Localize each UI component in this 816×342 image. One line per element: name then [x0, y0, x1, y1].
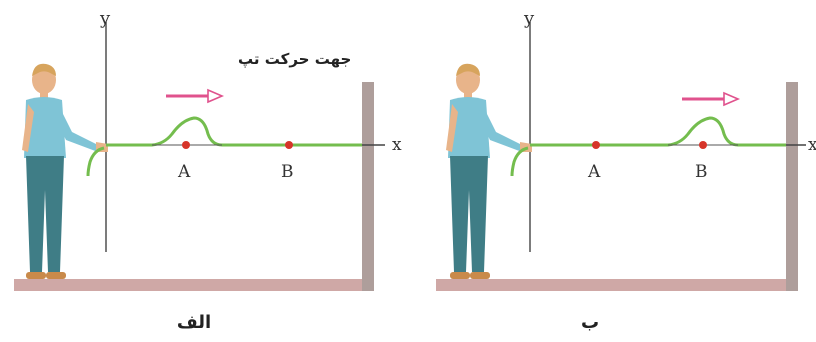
point-a-label: A [177, 162, 191, 182]
point-b [699, 141, 707, 149]
point-b [285, 141, 293, 149]
rope [106, 116, 362, 147]
floor [14, 279, 374, 291]
direction-label: جهت حرکت تپ [238, 50, 351, 68]
x-axis-label: x [392, 135, 402, 155]
direction-arrow-head [723, 91, 741, 107]
wall [362, 82, 374, 291]
y-axis-label: y [523, 8, 535, 29]
rope-end [86, 146, 105, 177]
direction-arrow-head [207, 88, 225, 104]
y-axis-label: y [99, 8, 111, 29]
wall [786, 82, 798, 291]
panel-alef: y x A B جهت حرکت تپ الف [14, 8, 402, 333]
point-b-label: B [695, 162, 708, 182]
person-figure [446, 63, 532, 279]
rope [530, 116, 786, 147]
point-a [592, 141, 600, 149]
x-axis-label: x [808, 135, 816, 155]
rope-end [510, 146, 529, 177]
point-a [182, 141, 190, 149]
floor [436, 279, 798, 291]
point-b-label: B [281, 162, 294, 182]
person-figure [22, 63, 108, 279]
panel-caption-be: ب [581, 312, 599, 333]
panel-caption-alef: الف [177, 312, 211, 333]
panel-be: y x A B ب [436, 8, 816, 333]
point-a-label: A [587, 162, 601, 182]
